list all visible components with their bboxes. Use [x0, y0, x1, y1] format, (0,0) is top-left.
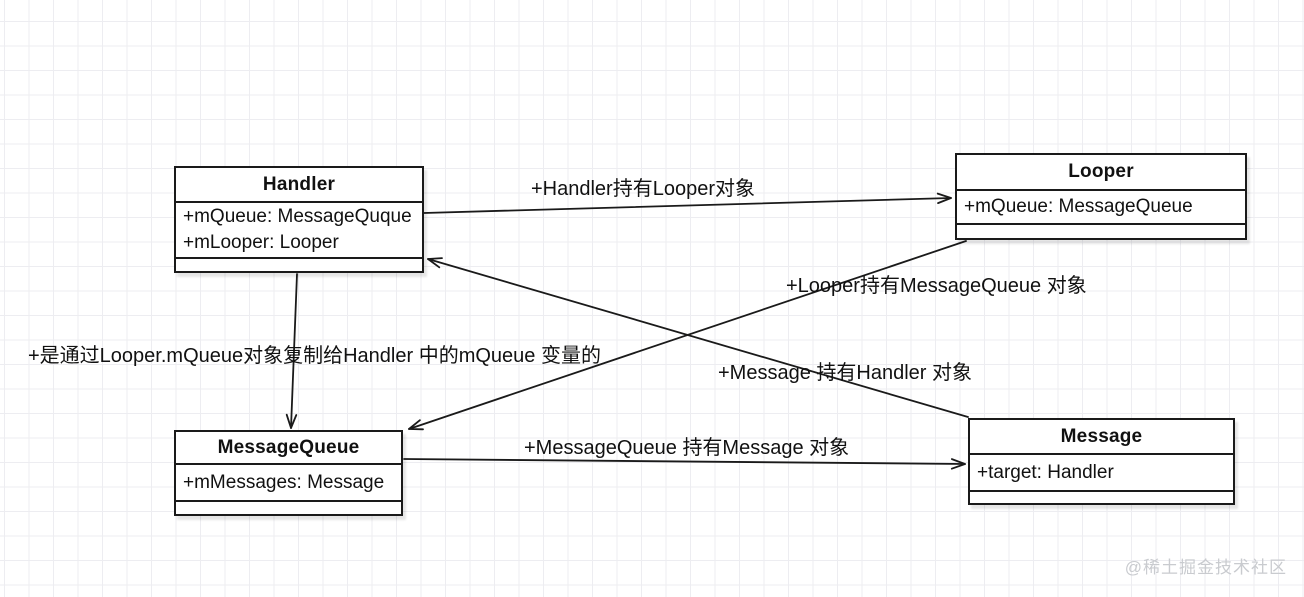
class-name: Looper — [957, 155, 1245, 191]
class-footer — [970, 492, 1233, 503]
arrowhead — [936, 192, 952, 204]
class-attribute: +mLooper: Looper — [183, 232, 339, 253]
edge-line — [290, 273, 298, 429]
class-box-handler: Handler +mQueue: MessageQuque +mLooper: … — [174, 166, 424, 273]
watermark: @稀土掘金技术社区 — [1124, 558, 1287, 577]
edge-handler-to-messagequeue — [285, 273, 298, 429]
edge-label-handler-messagequeue: +是通过Looper.mQueue对象复制给Handler 中的mQueue 变… — [28, 345, 601, 367]
class-footer — [957, 225, 1245, 238]
class-footer — [176, 502, 401, 514]
arrowhead — [950, 458, 966, 470]
class-name: Message — [970, 420, 1233, 455]
edge-line — [423, 197, 952, 214]
class-attribute: +mQueue: MessageQuque — [183, 206, 412, 227]
edge-label-handler-looper: +Handler持有Looper对象 — [531, 178, 755, 200]
class-attributes: +target: Handler — [970, 455, 1233, 492]
class-box-message: Message +target: Handler — [968, 418, 1235, 505]
edge-messagequeue-to-message — [403, 458, 966, 470]
class-name: Handler — [176, 168, 422, 203]
class-attributes: +mQueue: MessageQueue — [957, 191, 1245, 225]
class-attributes: +mMessages: Message — [176, 465, 401, 502]
edge-handler-to-looper — [423, 192, 952, 214]
edge-label-looper-messagequeue: +Looper持有MessageQueue 对象 — [786, 275, 1087, 297]
arrowhead — [408, 419, 424, 431]
class-box-messagequeue: MessageQueue +mMessages: Message — [174, 430, 403, 516]
class-footer — [176, 259, 422, 271]
class-attribute: +mQueue: MessageQueue — [964, 196, 1193, 217]
edge-line — [427, 258, 969, 418]
class-attribute: +target: Handler — [977, 461, 1114, 483]
arrowhead — [285, 413, 298, 429]
edge-message-to-handler — [427, 257, 969, 418]
class-box-looper: Looper +mQueue: MessageQueue — [955, 153, 1247, 240]
class-attributes: +mQueue: MessageQuque +mLooper: Looper — [176, 203, 422, 259]
edge-label-messagequeue-message: +MessageQueue 持有Message 对象 — [524, 437, 850, 459]
class-name: MessageQueue — [176, 432, 401, 465]
class-attribute: +mMessages: Message — [183, 471, 385, 493]
arrowhead — [427, 257, 443, 269]
edge-line — [403, 458, 966, 465]
edge-label-message-handler: +Message 持有Handler 对象 — [718, 362, 972, 384]
